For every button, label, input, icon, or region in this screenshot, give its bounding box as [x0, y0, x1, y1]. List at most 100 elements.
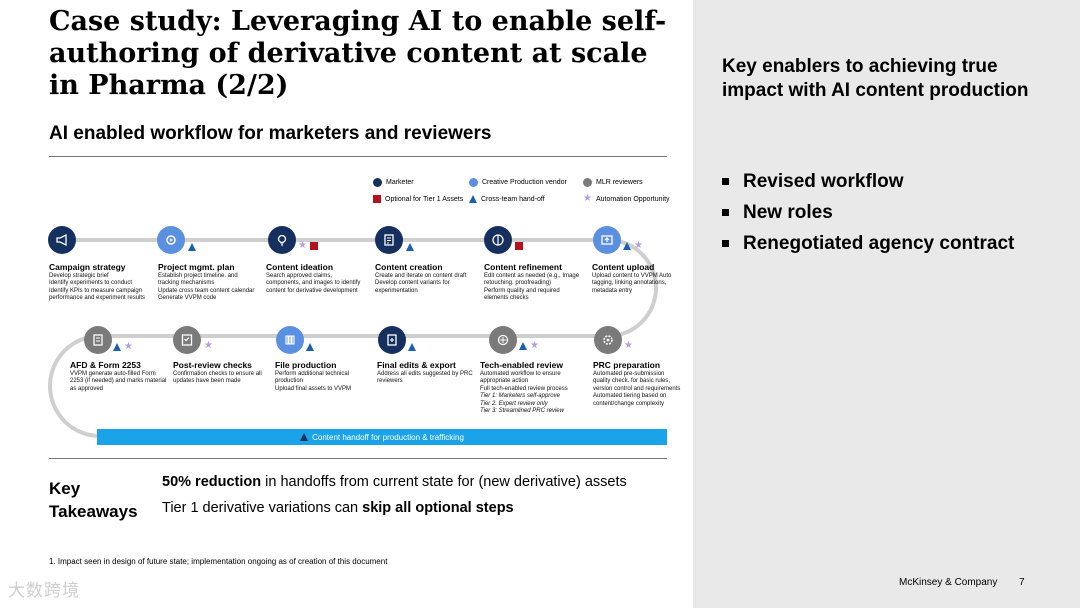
step-markers — [188, 243, 196, 251]
gear-icon — [157, 226, 185, 254]
handoff-triangle-icon — [113, 343, 121, 351]
handoff-triangle-icon — [519, 342, 527, 350]
list-item-label: Renegotiated agency contract — [743, 233, 1015, 254]
step-content-refinement: Content refinement Edit content as neede… — [484, 262, 584, 303]
step-content-ideation: Content ideation Search approved claims,… — [266, 262, 366, 295]
step-line: Edit content as needed (e.g., Image reto… — [484, 273, 580, 287]
step-markers: ★ — [624, 341, 633, 351]
key-takeaways-text: Key Takeaways — [49, 479, 138, 521]
step-markers — [406, 243, 414, 251]
automation-star-icon: ★ — [298, 240, 307, 251]
refine-icon — [484, 226, 512, 254]
legend-label: MLR reviewers — [596, 179, 643, 186]
brand-label: McKinsey & Company — [899, 577, 998, 588]
optional-square-icon — [309, 242, 318, 250]
step-line: Perform quality and required elements ch… — [484, 287, 560, 302]
handoff-label: Content handoff for production & traffic… — [312, 432, 464, 442]
optional-square-icon — [373, 195, 381, 203]
step-file-production: File production Perform additional techn… — [275, 360, 375, 393]
handoff-bar: Content handoff for production & traffic… — [97, 429, 667, 445]
step-final-edits: Final edits & export Address all edits s… — [377, 360, 477, 386]
step-markers: ★ — [204, 340, 213, 351]
list-item-label: New roles — [743, 202, 833, 223]
step-line: Identify experiments to conduct — [49, 280, 133, 287]
checklist-icon — [173, 326, 201, 354]
step-line: Establish project timeline. and tracking… — [158, 273, 238, 287]
step-line: VVPM generate auto-filled Form 2253 (if … — [70, 371, 167, 392]
divider — [49, 458, 667, 459]
legend-label: Marketer — [386, 179, 414, 186]
creative-dot-icon — [469, 178, 478, 187]
bullet-icon — [722, 178, 729, 185]
handoff-triangle-icon — [188, 243, 196, 251]
handoff-triangle-icon — [408, 343, 416, 351]
step-title: Campaign strategy — [49, 262, 126, 272]
main-panel: Case study: Leveraging AI to enable self… — [8, 6, 684, 601]
upload-icon — [593, 226, 621, 254]
marketer-dot-icon — [373, 178, 382, 187]
legend-label: Creative Production vendor — [482, 179, 567, 186]
step-line: Develop content variants for experimenta… — [375, 280, 450, 294]
key-takeaways-label: Key Takeaways — [49, 477, 149, 523]
section-subtitle: AI enabled workflow for marketers and re… — [49, 123, 492, 144]
mlr-dot-icon — [583, 178, 592, 187]
legend: Marketer Creative Production vendor MLR … — [370, 178, 670, 210]
step-line: Automated tiering based on content/chang… — [593, 393, 667, 407]
handoff-triangle-icon — [300, 433, 309, 441]
step-markers: ★ — [519, 341, 539, 351]
enablers-title: Key enablers to achieving true impact wi… — [722, 56, 1029, 101]
page-number: 7 — [1019, 577, 1025, 588]
legend-marketer: Marketer — [373, 178, 414, 187]
step-markers: ★ — [623, 241, 643, 251]
takeaway-bold: 50% reduction — [162, 474, 262, 490]
step-title: Project mgmt. plan — [158, 262, 235, 272]
watermark: 大数跨境 — [8, 581, 80, 601]
step-markers — [515, 242, 523, 250]
step-line: Develop strategic brief — [49, 273, 109, 279]
takeaway-text: Tier 1 derivative variations can — [162, 500, 363, 516]
handoff-triangle-icon — [306, 343, 314, 351]
legend-handoff: Cross-team hand-off — [469, 195, 545, 203]
step-title: File production — [275, 360, 337, 370]
takeaway-2: Tier 1 derivative variations can skip al… — [162, 500, 514, 516]
ai-review-icon — [489, 326, 517, 354]
automation-star-icon: ★ — [124, 341, 133, 352]
step-line: Tier 1: Marketers self-approve — [480, 393, 560, 400]
step-title: Content refinement — [484, 262, 562, 272]
step-title: Content ideation — [266, 262, 334, 272]
step-line: Search approved claims, components, and … — [266, 273, 361, 294]
megaphone-icon — [48, 226, 76, 254]
legend-label: Optional for Tier 1 Assets — [385, 195, 464, 203]
step-project-plan: Project mgmt. plan Establish project tim… — [158, 262, 258, 303]
step-afd-form: AFD & Form 2253 VVPM generate auto-fille… — [70, 360, 170, 393]
legend-label: Cross-team hand-off — [481, 195, 545, 203]
step-line: Update cross team content calendar — [158, 287, 255, 294]
step-line: Confirmation checks to ensure all update… — [173, 371, 262, 385]
step-line: Identify KPIs to measure campaign perfor… — [49, 287, 146, 302]
divider — [49, 156, 667, 157]
step-markers — [408, 343, 416, 351]
legend-label: Automation Opportunity — [595, 195, 670, 203]
edit-document-icon — [375, 226, 403, 254]
step-title: AFD & Form 2253 — [70, 360, 141, 370]
export-icon — [378, 326, 406, 354]
list-item-label: Revised workflow — [743, 171, 904, 192]
page-title: Case study: Leveraging AI to enable self… — [49, 6, 667, 101]
step-line: Tier 2. Expert review only — [480, 400, 548, 407]
handoff-triangle-icon — [623, 242, 631, 250]
enablers-list: Revised workflow New roles Renegotiated … — [722, 166, 1014, 259]
step-line: Automated workflow to ensure appropriate… — [480, 371, 561, 385]
step-content-creation: Content creation Create and iterate on c… — [375, 262, 475, 295]
step-line: Tier 3: Streamlined PRC review — [480, 408, 564, 415]
legend-mlr: MLR reviewers — [583, 178, 643, 187]
takeaway-text: in handoffs from current state for (new … — [261, 474, 627, 490]
automation-star-icon: ★ — [204, 340, 213, 351]
files-icon — [276, 326, 304, 354]
step-title: PRC preparation — [593, 360, 661, 370]
sidebar-panel — [693, 0, 1080, 608]
step-title: Content upload — [592, 262, 655, 272]
step-title: Content creation — [375, 262, 443, 272]
step-content-upload: Content upload Upload content to VVPM Au… — [592, 262, 684, 295]
bullet-icon — [722, 209, 729, 216]
step-markers: ★ — [298, 240, 318, 251]
